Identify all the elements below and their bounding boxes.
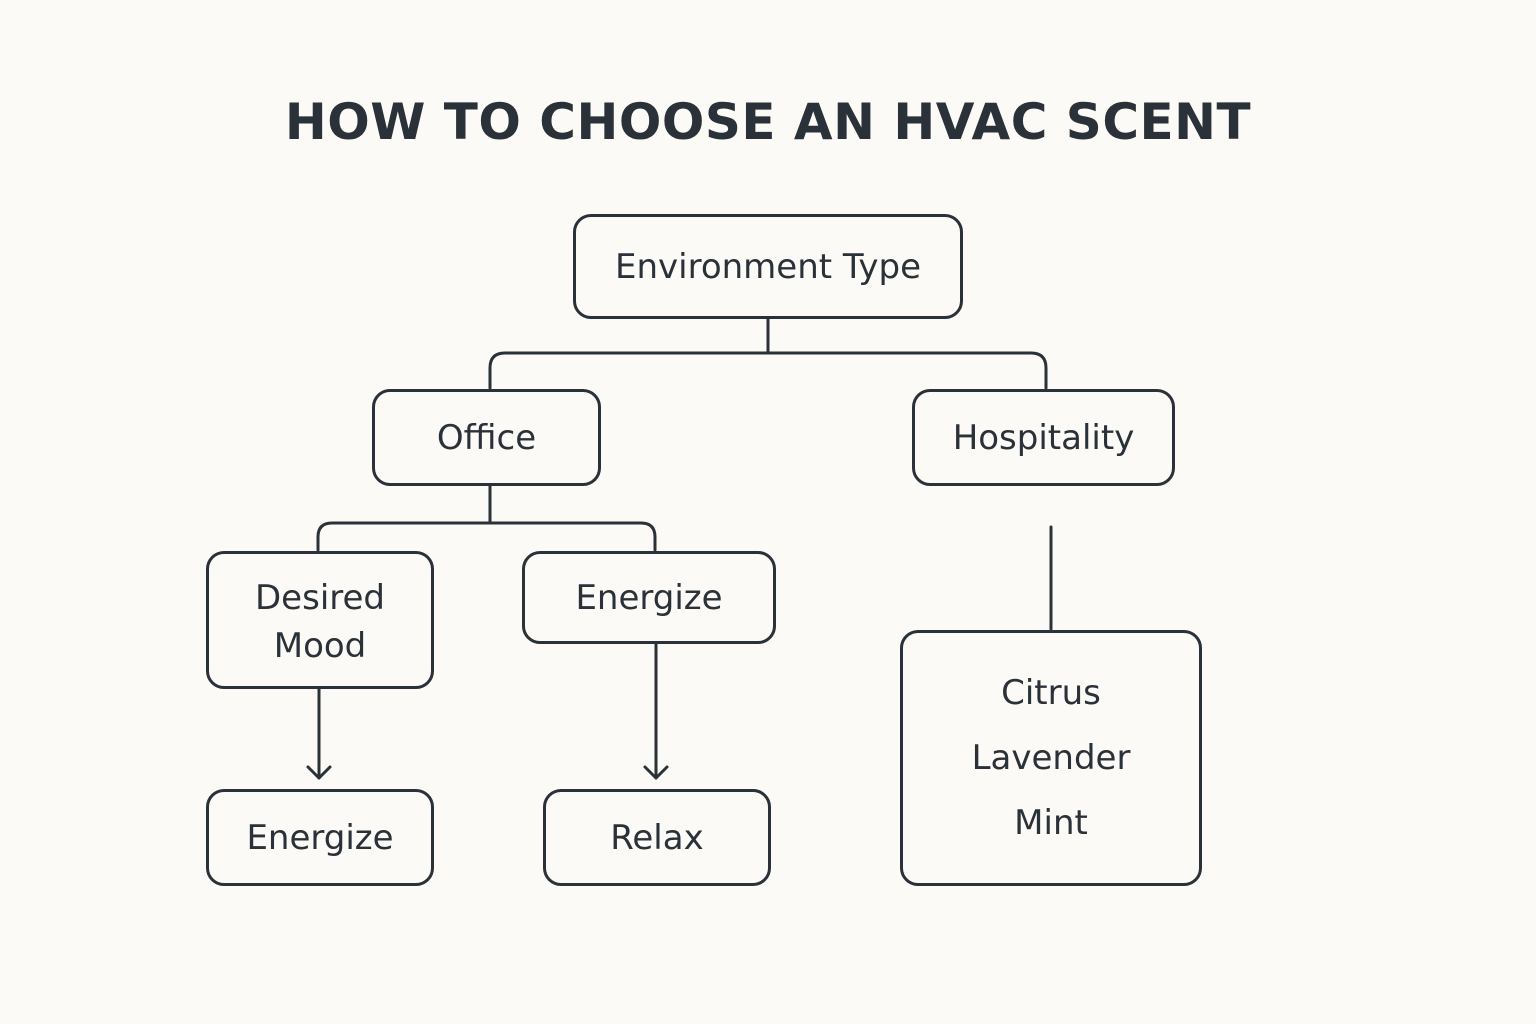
node-energize-mid-label: Energize (575, 577, 723, 618)
node-desired-mood-line-1: Desired (255, 578, 385, 618)
node-hospitality-label: Hospitality (952, 417, 1135, 458)
scent-lavender: Lavender (971, 737, 1131, 778)
node-relax: Relax (543, 789, 771, 886)
connector-office-split (316, 521, 657, 552)
node-office: Office (372, 389, 601, 486)
node-energize-bottom: Energize (206, 789, 434, 886)
diagram-title: HOW TO CHOOSE AN HVAC SCENT (284, 93, 1252, 151)
node-desired-mood: Desired Mood (206, 551, 434, 689)
node-desired-mood-line-2: Mood (273, 626, 367, 666)
scent-mint: Mint (1014, 802, 1088, 843)
node-relax-label: Relax (610, 817, 704, 858)
node-environment-type-label: Environment Type (615, 246, 921, 287)
connector-root-split (488, 351, 1048, 390)
node-energize-mid: Energize (522, 551, 776, 644)
scent-citrus: Citrus (1001, 672, 1101, 713)
node-energize-bottom-label: Energize (246, 817, 394, 858)
node-hospitality: Hospitality (912, 389, 1175, 486)
node-office-label: Office (436, 417, 537, 458)
arrowhead-energize (643, 765, 669, 780)
node-environment-type: Environment Type (573, 214, 963, 319)
arrowhead-desired-mood (306, 765, 332, 780)
node-scent-list: Citrus Lavender Mint (900, 630, 1202, 886)
